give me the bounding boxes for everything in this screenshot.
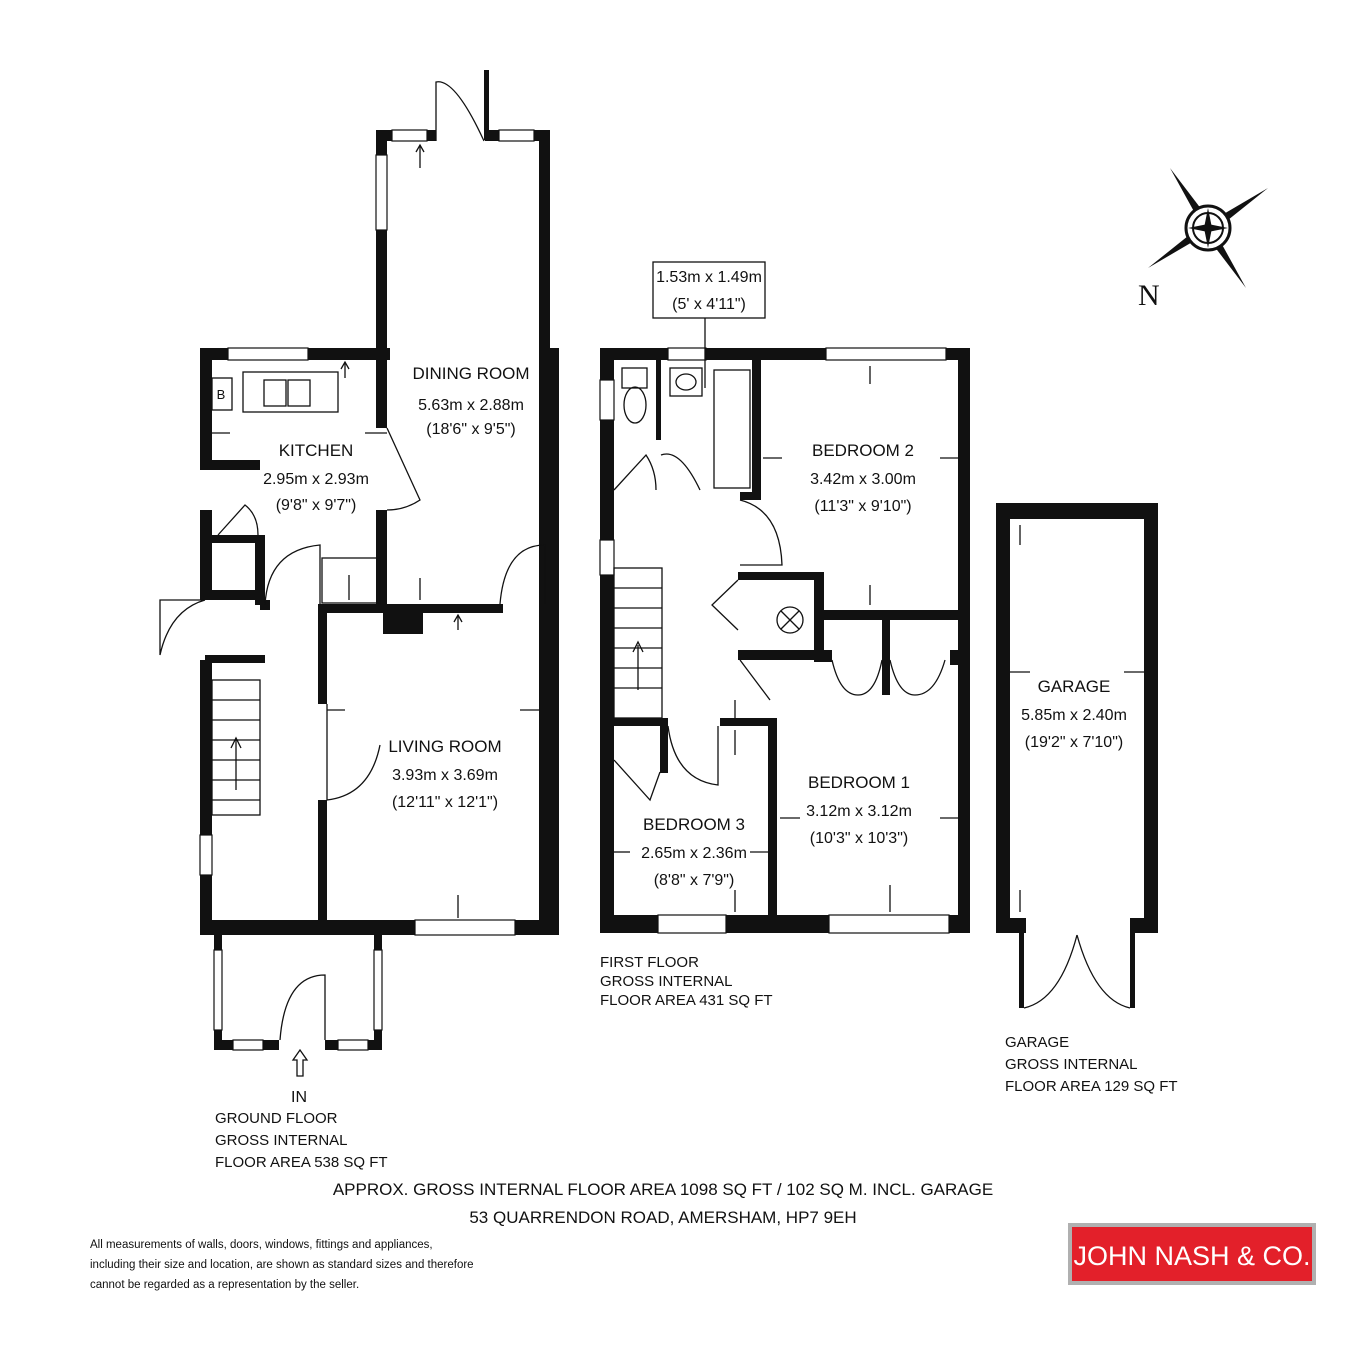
bedroom-1-imperial: (10'3" x 10'3") — [810, 830, 908, 847]
compass-rose-icon — [1148, 168, 1268, 288]
bathroom-imperial: (5' x 4'11") — [672, 296, 746, 313]
living-room-metric: 3.93m x 3.69m — [392, 767, 498, 784]
dining-room-name: DINING ROOM — [412, 364, 529, 383]
entrance-label: IN — [291, 1089, 307, 1106]
bedroom-2-name: BEDROOM 2 — [812, 441, 914, 460]
svg-text:All measurements of walls, doo: All measurements of walls, doors, window… — [90, 1239, 433, 1251]
svg-text:GARAGE: GARAGE — [1005, 1034, 1069, 1051]
svg-text:FLOOR AREA 431 SQ FT: FLOOR AREA 431 SQ FT — [600, 992, 773, 1009]
agency-logo: JOHN NASH & CO. — [1068, 1223, 1316, 1285]
bedroom-1-name: BEDROOM 1 — [808, 773, 910, 792]
garage-name: GARAGE — [1038, 677, 1111, 696]
bedroom-3-metric: 2.65m x 2.36m — [641, 845, 747, 862]
svg-text:GROUND FLOOR: GROUND FLOOR — [215, 1110, 338, 1127]
bathroom-metric: 1.53m x 1.49m — [656, 269, 762, 286]
entrance-arrow-icon — [291, 1048, 309, 1077]
first-floor-area-note: FIRST FLOOR GROSS INTERNAL FLOOR AREA 43… — [600, 954, 773, 1009]
svg-text:GROSS INTERNAL: GROSS INTERNAL — [1005, 1056, 1138, 1073]
svg-text:FLOOR AREA 129 SQ FT: FLOOR AREA 129 SQ FT — [1005, 1078, 1178, 1095]
north-label: N — [1138, 279, 1160, 312]
disclaimer: All measurements of walls, doors, window… — [90, 1239, 474, 1291]
kitchen-name: KITCHEN — [279, 441, 354, 460]
agency-logo-text: JOHN NASH & CO. — [1073, 1241, 1310, 1271]
bedroom-2-imperial: (11'3" x 9'10") — [814, 498, 911, 515]
living-room-imperial: (12'11" x 12'1") — [392, 794, 498, 811]
svg-text:GROSS INTERNAL: GROSS INTERNAL — [215, 1132, 348, 1149]
bedroom-3-imperial: (8'8" x 7'9") — [654, 872, 735, 889]
bedroom-3-name: BEDROOM 3 — [643, 815, 745, 834]
ground-floor-area-note: GROUND FLOOR GROSS INTERNAL FLOOR AREA 5… — [215, 1110, 388, 1171]
garage-metric: 5.85m x 2.40m — [1021, 707, 1127, 724]
first-floor-plan — [599, 261, 970, 934]
kitchen-imperial: (9'8" x 9'7") — [276, 497, 357, 514]
svg-text:FLOOR AREA 538 SQ FT: FLOOR AREA 538 SQ FT — [215, 1154, 388, 1171]
kitchen-metric: 2.95m x 2.93m — [263, 471, 369, 488]
boiler-symbol: B — [217, 387, 226, 402]
svg-text:GROSS INTERNAL: GROSS INTERNAL — [600, 973, 733, 990]
bedroom-2-metric: 3.42m x 3.00m — [810, 471, 916, 488]
living-room-name: LIVING ROOM — [388, 737, 501, 756]
garage-imperial: (19'2" x 7'10") — [1025, 734, 1123, 751]
agency-logo-background — [1072, 1227, 1312, 1281]
ground-floor-plan — [159, 70, 559, 1077]
svg-text:FIRST FLOOR: FIRST FLOOR — [600, 954, 699, 971]
total-area-caption: APPROX. GROSS INTERNAL FLOOR AREA 1098 S… — [333, 1180, 993, 1199]
dining-room-imperial: (18'6" x 9'5") — [426, 421, 516, 438]
svg-text:including their size and locat: including their size and location, are s… — [90, 1259, 474, 1271]
garage-area-note: GARAGE GROSS INTERNAL FLOOR AREA 129 SQ … — [1005, 1034, 1178, 1095]
dining-room-metric: 5.63m x 2.88m — [418, 397, 524, 414]
address-caption: 53 QUARRENDON ROAD, AMERSHAM, HP7 9EH — [469, 1208, 856, 1227]
svg-text:cannot be regarded as a repres: cannot be regarded as a representation b… — [90, 1279, 359, 1291]
bedroom-1-metric: 3.12m x 3.12m — [806, 803, 912, 820]
garage-plan — [996, 503, 1158, 1009]
